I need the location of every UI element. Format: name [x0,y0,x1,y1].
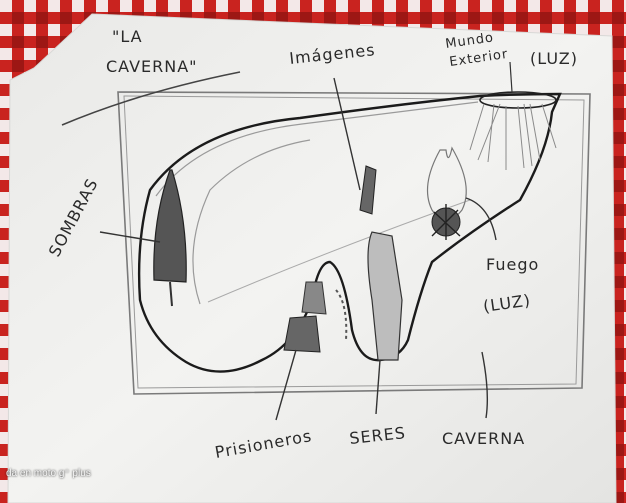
luz-top-label: (LUZ) [530,49,578,68]
title-line-1: "LA [112,27,143,46]
caverna-label: CAVERNA [442,429,525,448]
title-line-2: CAVERNA" [106,57,198,76]
fuego-label: Fuego [486,255,539,274]
camera-watermark: da en moto g⁺ plus [6,468,91,479]
